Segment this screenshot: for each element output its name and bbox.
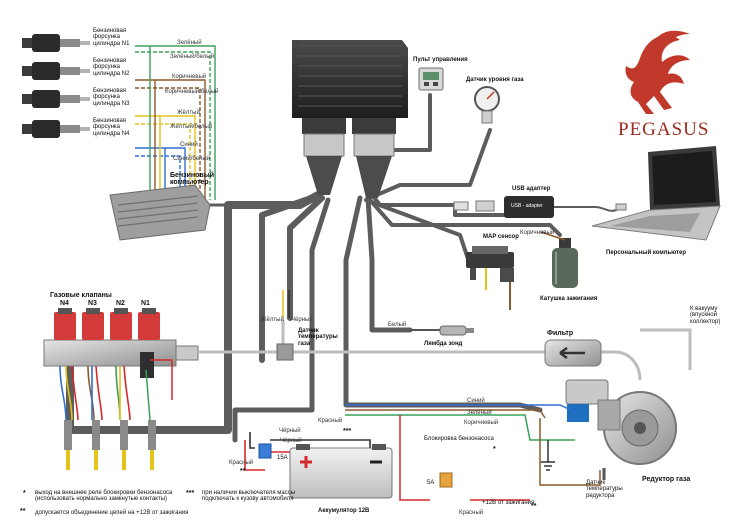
wire-black-top-label: Чёрный <box>279 428 301 434</box>
wire-green-reducer-label: Зелёный <box>467 410 492 416</box>
injector-1-label: Бензиновая форсунка цилиндра N1 <box>93 28 130 47</box>
wire-brown-white-label: Коричневый/белый <box>165 89 219 95</box>
usb-adapter <box>453 196 627 218</box>
gas-nozzles <box>64 420 156 470</box>
gas-level-sensor <box>474 86 500 124</box>
pegasus-logo-icon <box>625 30 690 115</box>
wire-blue-reducer-label: Синий <box>467 398 485 404</box>
valve-n2-label: N2 <box>116 300 125 307</box>
battery-icon <box>289 444 393 499</box>
note1-text: выход на внешнее реле блокировки бензона… <box>35 490 173 503</box>
wire-green-label: Зелёный <box>177 40 202 46</box>
reducer-wires <box>345 404 601 501</box>
gas-valves-label: Газовые клапаны <box>50 292 112 299</box>
plus12-label: +12В от зажигания <box>482 500 535 506</box>
valve-n1-label: N1 <box>141 300 150 307</box>
filter-label: Фильтр <box>547 330 574 337</box>
petrol-injectors <box>22 34 90 138</box>
note3-text: при наличии выключателя массы подключать… <box>202 490 296 503</box>
wire-green-white-label: Зелёный/белый <box>170 54 214 60</box>
reducer-label: Редуктор газа <box>642 476 691 483</box>
wire-red-bottom-label: Красный <box>459 510 484 516</box>
injector-4-label: Бензиновая форсунка цилиндра N4 <box>93 118 130 137</box>
fuse-15a <box>258 443 272 459</box>
pegasus-logo-text: PEGASUS <box>618 119 710 140</box>
temp-sensor-label: Датчик температуры газа <box>298 328 338 347</box>
fuse-5a-label: 5А <box>427 480 435 486</box>
wire-black-temp-label: Чёрный <box>291 317 313 323</box>
ignition-coil-label: Катушка зажигания <box>540 296 598 302</box>
wire-brown-label: Коричневый <box>172 74 207 80</box>
valve-n4-label: N4 <box>60 300 69 307</box>
gas-valve-rail <box>43 308 199 421</box>
map-sensor-label: MAP сенсор <box>483 234 519 240</box>
petrol-ecu <box>109 184 211 241</box>
note2-text: допускается объединение цепей на +12В от… <box>35 510 189 516</box>
fuse-5a <box>439 472 453 488</box>
injector-3-label: Бензиновая форсунка цилиндра N3 <box>93 88 130 107</box>
wire-blue-label: Синий <box>180 142 198 148</box>
gas-temp-sensor <box>276 290 294 361</box>
wire-red-top-label: Красный <box>318 418 343 424</box>
gas-level-sensor-label: Датчик уровня газа <box>466 77 524 83</box>
usb-box-label: USB - adapter <box>511 203 543 209</box>
star-double-right-label: ** <box>531 503 537 510</box>
wire-yellow-temp-label: Жёлтый <box>261 317 284 323</box>
star-triple-label: *** <box>343 428 352 435</box>
star-double-left-label: ** <box>240 468 246 475</box>
wire-black-battery-label: Чёрный <box>280 438 302 444</box>
wire-yellow-white-label: Жёлтый/белый <box>170 124 213 130</box>
injector-wires <box>135 45 216 200</box>
valve-wires <box>59 365 131 421</box>
pc-label: Персональный компьютер <box>606 250 687 256</box>
control-panel <box>418 67 444 91</box>
gas-pipes <box>198 320 692 381</box>
reducer-temp-label: Датчик температуры редуктора <box>586 480 623 499</box>
to-vacuum-label: К вакууму (впускной коллектор) <box>690 306 721 325</box>
ground-symbol <box>541 461 555 471</box>
wire-brown-coil-label: Коричневый <box>520 230 555 236</box>
usb-adapter-label: USB адаптер <box>512 186 551 192</box>
ignition-coil <box>540 231 578 288</box>
note2-star: ** <box>20 508 26 515</box>
note1-star: * <box>23 490 26 497</box>
control-panel-label: Пульт управления <box>413 57 468 63</box>
valve-n3-label: N3 <box>88 300 97 307</box>
wire-red-battery-label: Красный <box>229 460 254 466</box>
injector-2-label: Бензиновая форсунка цилиндра N2 <box>93 58 130 77</box>
laptop-icon <box>591 146 721 241</box>
fuse-15a-label: 15А <box>277 455 288 461</box>
battery-label: Аккумулятор 12В <box>318 508 370 514</box>
lpg-ecu <box>292 40 408 198</box>
note3-star: *** <box>186 490 195 497</box>
star-single-label: * <box>493 446 496 453</box>
gas-reducer <box>565 379 677 480</box>
wire-white-lambda-label: Белый <box>388 322 407 328</box>
wire-yellow-label: Жёлтый <box>177 110 200 116</box>
lambda-probe <box>410 325 474 336</box>
pump-block-label: Блокировка бензонасоса <box>424 436 494 442</box>
petrol-ecu-label: Бензиновый компьютер <box>170 172 215 187</box>
wire-blue-white-label: Синий/белый <box>173 156 211 162</box>
lambda-label: Лямбда зонд <box>424 341 463 347</box>
gas-filter <box>544 339 602 367</box>
map-sensor <box>466 246 514 310</box>
wire-brown-reducer-label: Коричневый <box>464 420 499 426</box>
